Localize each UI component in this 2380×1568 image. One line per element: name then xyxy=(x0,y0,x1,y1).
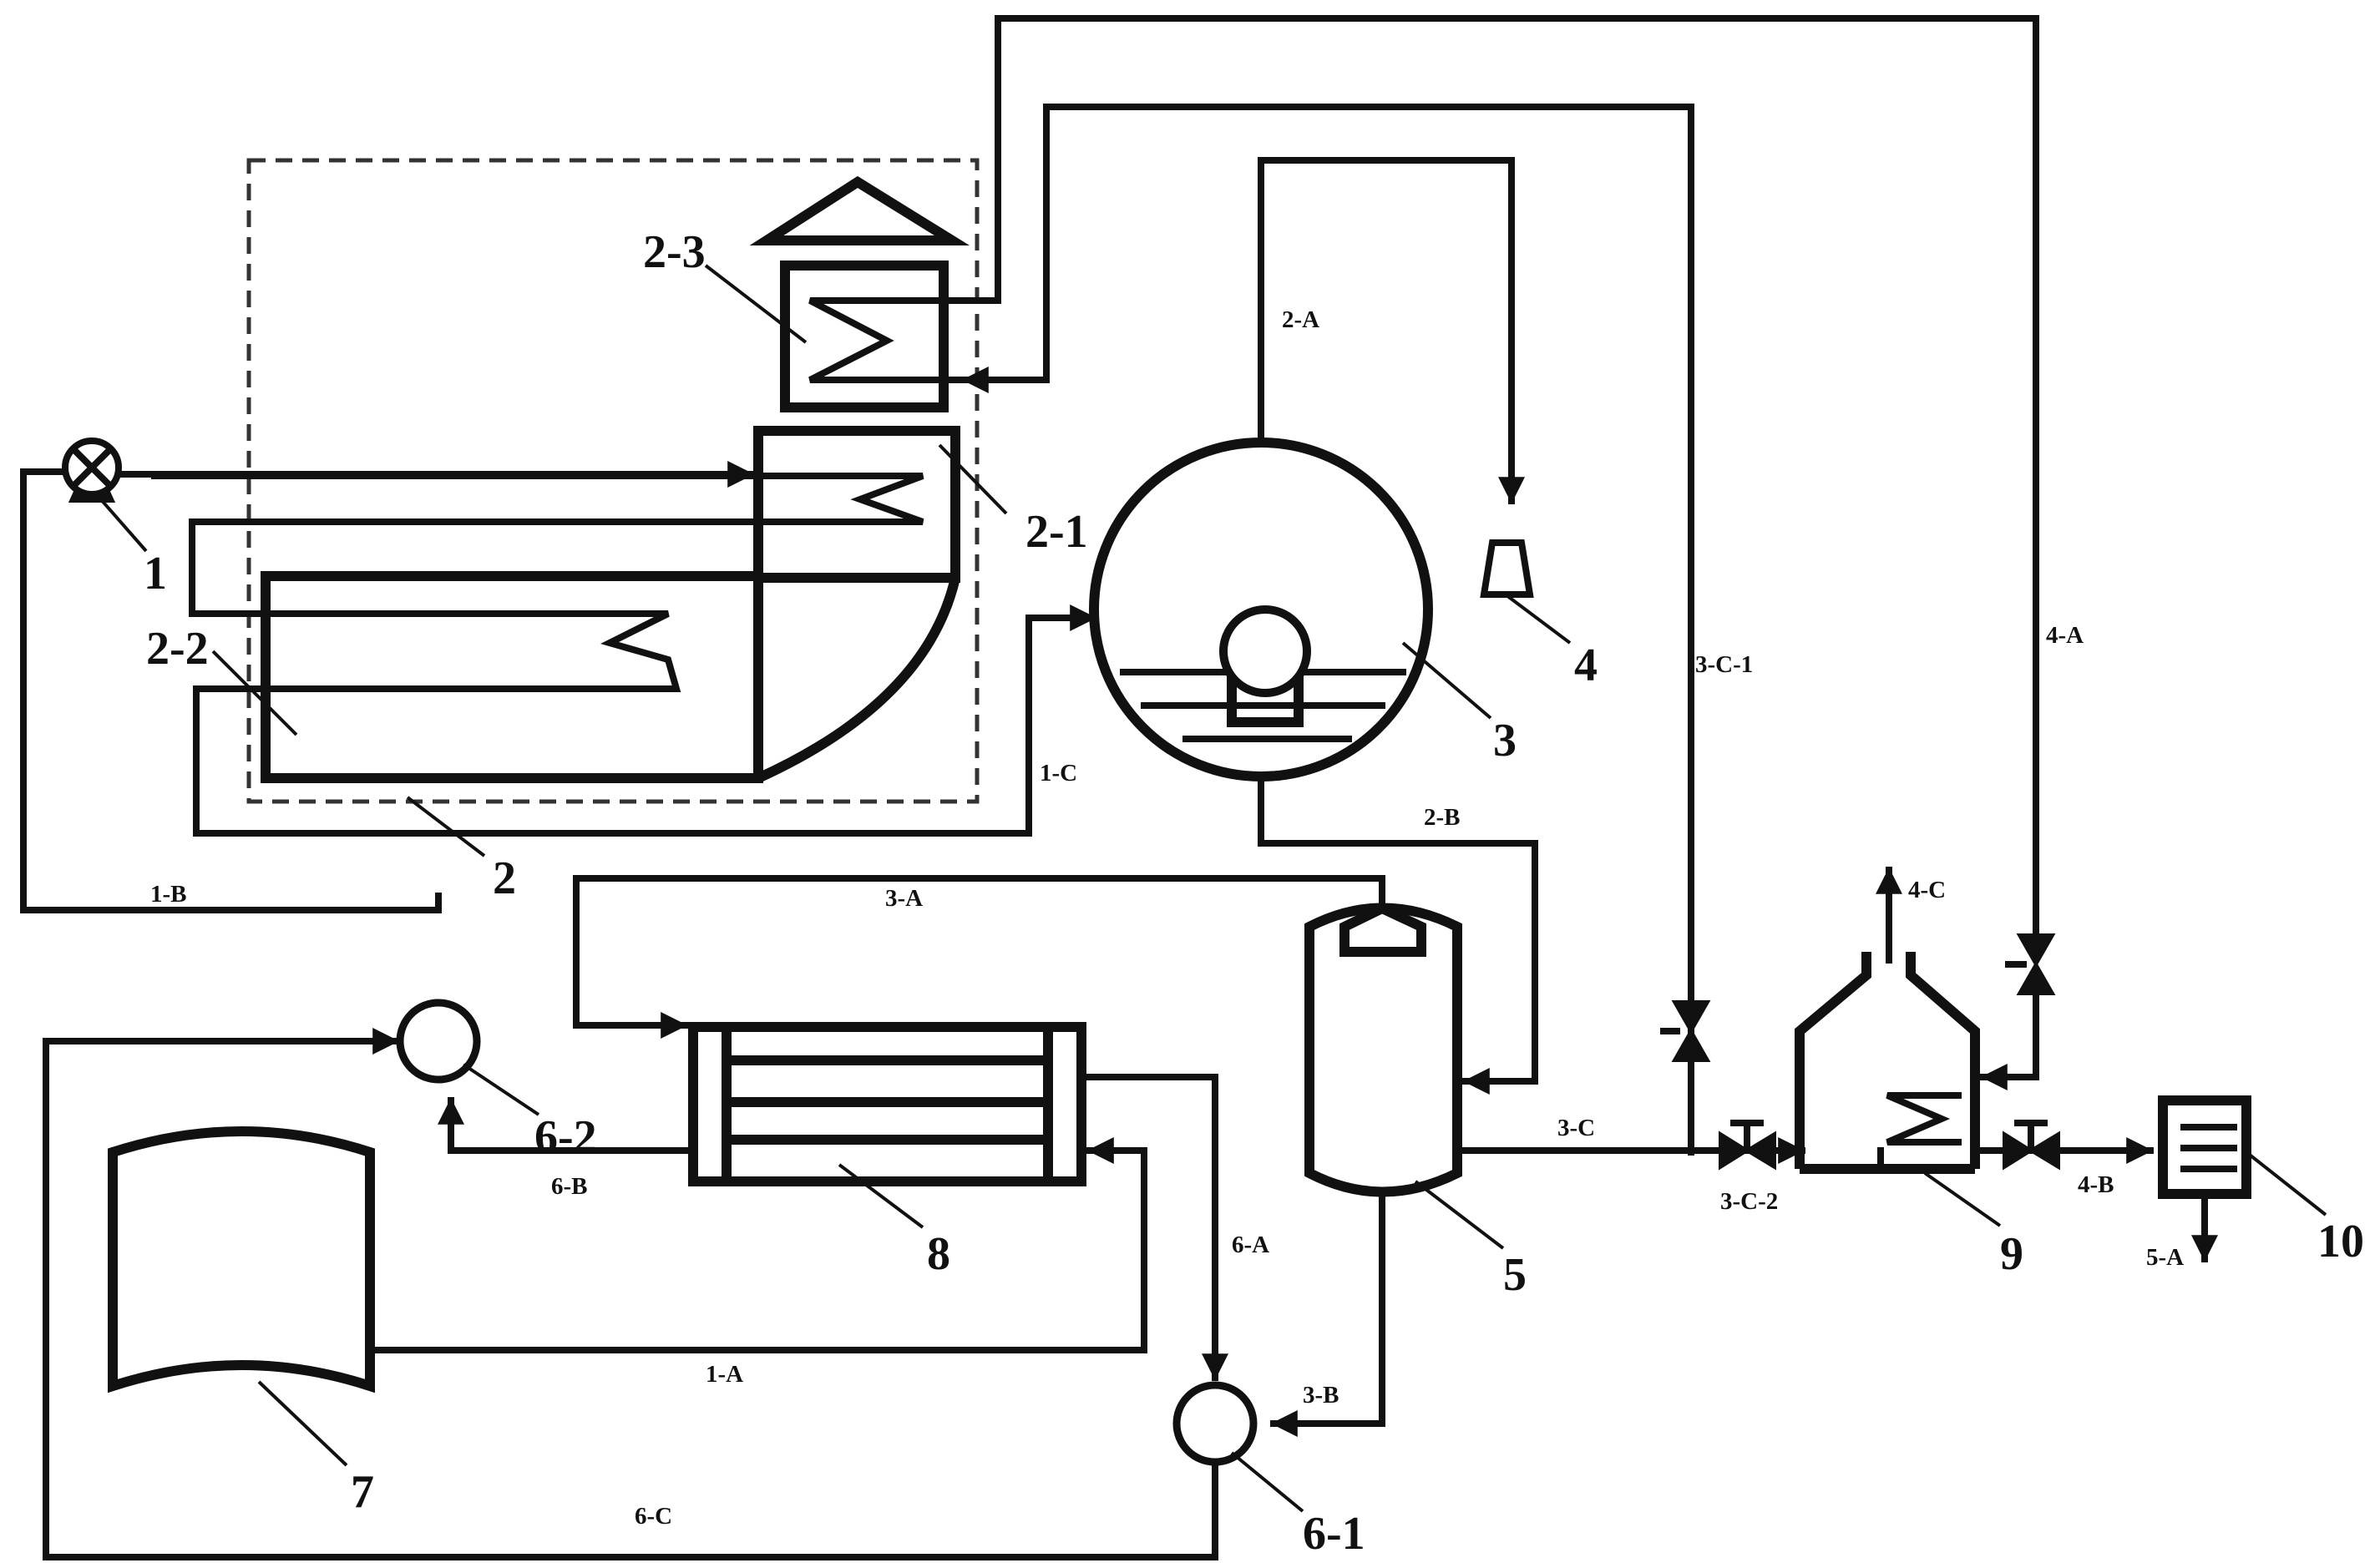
label-component-9: 9 xyxy=(2000,1228,2023,1280)
label-component-3: 3 xyxy=(1493,715,1517,766)
label-stream-6-a: 6-A xyxy=(1232,1232,1269,1258)
label-component-2-1: 2-1 xyxy=(1025,506,1088,558)
label-component-5: 5 xyxy=(1503,1249,1527,1301)
label-component-2: 2 xyxy=(493,852,516,904)
label-component-4: 4 xyxy=(1574,640,1598,691)
vessel-5 xyxy=(1304,903,1462,1197)
exchanger-2-3 xyxy=(749,175,985,412)
valve-3-c-2[interactable] xyxy=(1719,1120,1776,1171)
valve-4-b[interactable] xyxy=(2003,1120,2060,1171)
valve-4-a[interactable] xyxy=(2005,933,2056,995)
label-stream-3-c-2: 3-C-2 xyxy=(1720,1188,1778,1215)
label-component-7: 7 xyxy=(351,1466,374,1518)
unit-2-boundary xyxy=(246,158,980,804)
nozzle-4 xyxy=(1480,539,1534,598)
label-component-2-3: 2-3 xyxy=(643,226,706,278)
chamber-2-2 xyxy=(189,518,1097,837)
pump-1[interactable] xyxy=(62,438,122,503)
label-stream-5-a: 5-A xyxy=(2146,1244,2184,1271)
pump-6-2[interactable] xyxy=(396,999,481,1084)
drum-3 xyxy=(1089,438,1433,781)
label-stream-2-b: 2-B xyxy=(1424,804,1461,831)
label-component-6-1: 6-1 xyxy=(1303,1508,1365,1560)
label-stream-3-a: 3-A xyxy=(885,885,923,912)
label-stream-4-b: 4-B xyxy=(2078,1171,2114,1198)
pump-6-1[interactable] xyxy=(1172,1381,1258,1466)
label-stream-2-a: 2-A xyxy=(1282,306,1319,333)
label-stream-3-b: 3-B xyxy=(1303,1382,1339,1409)
label-component-2-2: 2-2 xyxy=(146,623,209,675)
label-stream-6-c: 6-C xyxy=(635,1503,672,1530)
label-stream-4-c: 4-C xyxy=(1908,877,1946,903)
label-component-6-2: 6-2 xyxy=(534,1111,597,1163)
label-component-10: 10 xyxy=(2317,1216,2364,1267)
tank-7 xyxy=(108,1126,375,1393)
label-stream-1-c: 1-C xyxy=(1040,760,1077,787)
unit-10 xyxy=(2158,1095,2251,1199)
label-component-8: 8 xyxy=(927,1228,950,1280)
vessel-9 xyxy=(1795,952,1980,1174)
label-stream-3-c: 3-C xyxy=(1557,1115,1595,1141)
label-stream-1-a: 1-A xyxy=(706,1361,743,1388)
section-2-1 xyxy=(151,426,960,583)
label-stream-3-c-1: 3-C-1 xyxy=(1695,651,1753,678)
label-component-1: 1 xyxy=(144,548,167,599)
label-stream-1-b: 1-B xyxy=(150,881,187,908)
label-stream-6-b: 6-B xyxy=(551,1173,588,1200)
exchanger-8 xyxy=(688,1022,1086,1186)
valve-3-c-1[interactable] xyxy=(1660,928,1711,1156)
label-stream-4-a: 4-A xyxy=(2046,622,2084,649)
